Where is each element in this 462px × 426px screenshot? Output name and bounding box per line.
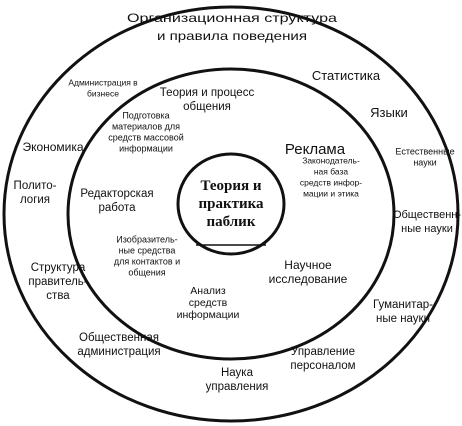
- label-line: Естественные: [395, 147, 454, 157]
- label-editorial-work: Редакторская работа: [80, 188, 153, 214]
- label-line: персоналом: [290, 360, 355, 372]
- label-line: Организационная структура: [127, 11, 337, 25]
- label-line: Анализ: [190, 285, 226, 297]
- label-line: Языки: [370, 105, 408, 120]
- label-line: Научное: [284, 258, 332, 272]
- label-line: Законодатель-: [302, 156, 360, 166]
- label-line: Наука: [221, 367, 254, 379]
- label-languages: Языки: [370, 105, 408, 120]
- label-line: Общественн-: [393, 209, 461, 221]
- label-public-admin: Общественная администрация: [77, 332, 160, 358]
- label-social-sciences: Общественн-ные науки: [393, 209, 461, 235]
- center-title-line: паблик: [207, 214, 256, 230]
- label-line: материалов для: [112, 122, 180, 132]
- label-line: правитель-: [28, 276, 87, 288]
- label-line: информации: [119, 144, 173, 154]
- center-title-line: практика: [198, 196, 264, 212]
- label-org-structure: Организационная структура и правила повед…: [127, 11, 337, 43]
- label-line: Полито-: [14, 180, 57, 192]
- label-line: Структура: [31, 262, 86, 274]
- label-line: Подготовка: [122, 111, 169, 121]
- label-line: Редакторская: [80, 188, 153, 200]
- outer-ring: [2, 5, 460, 423]
- label-line: ные средства: [119, 246, 176, 256]
- label-politology: Полито-логия: [14, 180, 57, 206]
- middle-ring: [66, 67, 396, 361]
- label-line: бизнесе: [87, 89, 119, 99]
- label-line: Теория и процесс: [160, 87, 255, 99]
- label-line: средств массовой: [108, 133, 183, 143]
- label-line: общения: [183, 101, 231, 113]
- label-line: работа: [98, 202, 136, 214]
- label-line: науки: [413, 158, 436, 168]
- label-line: информации: [177, 309, 240, 321]
- label-line: Гуманитар-: [373, 299, 433, 311]
- label-line: ная база: [314, 167, 349, 177]
- label-line: ные науки: [401, 223, 453, 235]
- label-line: ные науки: [376, 313, 430, 325]
- label-advertising: Реклама: [285, 141, 346, 158]
- label-personnel-mgmt: Управление персоналом: [290, 346, 355, 372]
- label-line: мации и этика: [303, 189, 359, 199]
- label-management-science: Наука управления: [206, 367, 269, 393]
- label-line: исследование: [269, 272, 348, 286]
- label-line: ства: [46, 290, 70, 302]
- label-line: Администрация в: [68, 78, 138, 88]
- label-line: Управление: [291, 346, 355, 358]
- label-humanities: Гуманитар-ные науки: [373, 299, 433, 325]
- label-line: Статистика: [312, 68, 381, 83]
- label-line: администрация: [77, 346, 160, 358]
- label-line: логия: [20, 194, 50, 206]
- label-line: средств инфор-: [300, 178, 362, 188]
- label-line: Реклама: [285, 141, 346, 158]
- label-line: средств: [189, 297, 228, 309]
- label-line: управления: [206, 381, 269, 393]
- label-gov-structure: Структура правитель-ства: [28, 262, 87, 302]
- label-theory-process: Теория и процесс общения: [160, 87, 255, 113]
- center-circle: [176, 152, 286, 256]
- center-title: Теория и практика паблик: [198, 178, 264, 230]
- label-line: Экономика: [22, 140, 83, 154]
- label-line: общения: [128, 268, 165, 278]
- label-line: Общественная: [79, 332, 159, 344]
- label-line: Изобразитель-: [116, 235, 177, 245]
- label-economics: Экономика: [22, 140, 83, 154]
- label-line: для контактов и: [114, 257, 180, 267]
- label-statistics: Статистика: [312, 68, 381, 83]
- label-line: и правила поведения: [157, 29, 307, 43]
- center-title-line: Теория и: [200, 178, 261, 194]
